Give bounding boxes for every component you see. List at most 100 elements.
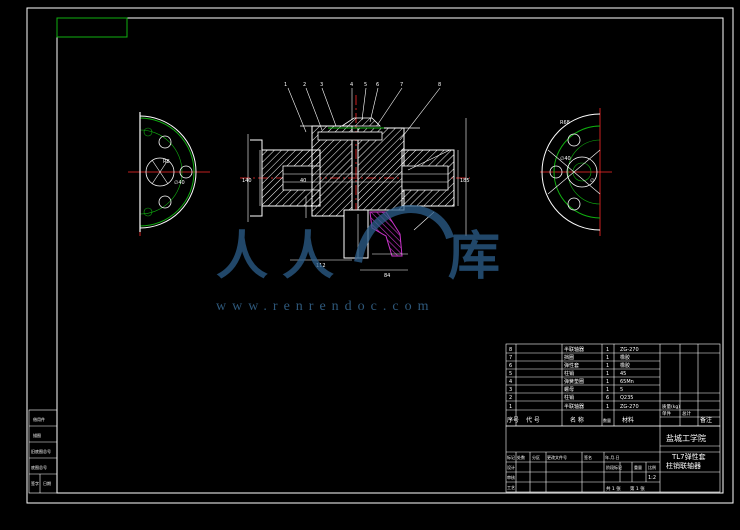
balloon-3[interactable]: 3 (320, 82, 323, 88)
svg-text:∅: ∅ (590, 178, 594, 184)
code-box (56, 17, 128, 38)
balloon-4[interactable]: 4 (350, 82, 353, 88)
header-remark: 备注 (700, 416, 712, 424)
part-row-6-no: 6 (509, 363, 512, 369)
watermark-url: www.renrendoc.com (216, 299, 435, 314)
sign-row-design: 设计 (507, 464, 515, 470)
part-row-3-no: 3 (509, 387, 512, 393)
dim-40: 40 (300, 178, 306, 184)
watermark-logo: 人 人 库 (216, 205, 500, 287)
part-row-7-no: 7 (509, 355, 512, 361)
part-row-4-no: 4 (509, 379, 512, 385)
weight-label: 重量 (634, 464, 642, 470)
part-row-1-qty: 1 (606, 404, 609, 410)
part-row-2-no: 2 (509, 395, 512, 401)
balloon-8[interactable]: 8 (438, 82, 441, 88)
balloon-1[interactable]: 1 (284, 82, 287, 88)
part-row-4-qty: 1 (606, 379, 609, 385)
right-end-view: R68 ∅40 ∅ (540, 108, 612, 236)
dim-185: 185 (460, 178, 470, 184)
sign-col-file: 更改文件号 (547, 454, 567, 460)
inner-frame (56, 17, 724, 494)
strip-label-1: 借用件 (33, 416, 45, 422)
part-row-3-qty: 1 (606, 387, 609, 393)
scale-label: 比例 (648, 464, 656, 470)
sheet-total: 共 1 张 (606, 485, 621, 492)
sheet-number: 第 1 张 (630, 485, 645, 492)
part-row-6-name: 弹性套 (564, 362, 579, 369)
strip-label-3: 旧底图总号 (31, 448, 51, 454)
scale-value: 1:2 (648, 475, 656, 481)
svg-text:R8: R8 (163, 159, 170, 165)
part-row-6-qty: 1 (606, 363, 609, 369)
sign-col-date: 年.月.日 (605, 454, 620, 460)
part-row-1-no: 1 (509, 404, 512, 410)
main-section-view: 140 185 112 84 40 1 2 3 4 5 6 7 8 (240, 82, 470, 279)
balloon-5[interactable]: 5 (364, 82, 367, 88)
balloon-7[interactable]: 7 (400, 82, 403, 88)
part-row-1-mat: ZG-270 (620, 404, 639, 410)
left-end-view: R8 ∅40 (128, 112, 210, 236)
part-row-3-mat: 5 (620, 387, 623, 393)
drawing-title-line1: TL7弹性套 (671, 452, 706, 461)
part-row-6-mat: 橡胶 (620, 362, 630, 369)
part-row-2-name: 柱销 (564, 394, 574, 401)
header-name: 名 称 (570, 416, 584, 424)
part-row-5-qty: 1 (606, 371, 609, 377)
strip-label-6: 日期 (43, 480, 51, 486)
header-code: 代 号 (526, 416, 540, 424)
dim-112: 112 (316, 263, 326, 269)
watermark-swoosh (354, 205, 454, 263)
strip-label-5: 签字 (31, 480, 39, 486)
watermark-char-3: 库 (448, 227, 500, 287)
part-row-7-name: 挡圈 (564, 354, 574, 361)
watermark-char-2: 人 (282, 227, 334, 287)
left-binding-strip: 借用件 描图 旧底图总号 底图总号 签字 日期 (28, 409, 58, 494)
part-row-7-qty: 1 (606, 355, 609, 361)
part-row-7-mat: 橡胶 (620, 354, 630, 361)
part-row-5-mat: 45 (620, 371, 626, 377)
part-row-2-mat: Q235 (620, 395, 633, 401)
outer-frame (26, 7, 734, 504)
balloon-6[interactable]: 6 (376, 82, 379, 88)
part-row-5-no: 5 (509, 371, 512, 377)
stage-label: 阶段标记 (606, 464, 622, 470)
svg-text:R68: R68 (560, 120, 570, 126)
part-row-2-qty: 6 (606, 395, 609, 401)
part-row-1-name: 半联轴器 (564, 403, 584, 410)
balloon-2[interactable]: 2 (303, 82, 306, 88)
header-single: 单件 (662, 410, 671, 417)
part-row-8-mat: ZG-270 (620, 347, 639, 353)
parts-list: 8 半联轴器 1 ZG-270 7 挡圈 1 橡胶 6 弹性套 1 橡胶 5 柱… (507, 346, 712, 492)
dim-84: 84 (384, 273, 390, 279)
header-total: 总计 (682, 410, 691, 417)
sign-col-sign: 签名 (584, 454, 592, 460)
part-row-4-name: 弹簧垫圈 (564, 378, 584, 385)
dim-140: 140 (242, 178, 252, 184)
svg-text:∅40: ∅40 (560, 156, 571, 162)
drawing-title-line2: 柱销联轴器 (666, 461, 701, 470)
sign-row-mark: 标记 (507, 454, 515, 460)
part-row-8-no: 8 (509, 347, 512, 353)
header-qty: 数量 (603, 417, 611, 423)
watermark-char-1: 人 (216, 227, 268, 287)
title-block (505, 343, 721, 493)
sign-col-zone: 分区 (532, 454, 540, 460)
school-name: 盐城工学院 (666, 433, 706, 443)
svg-text:∅40: ∅40 (174, 180, 185, 186)
sign-col-count: 处数 (517, 454, 525, 460)
part-row-3-name: 螺母 (564, 386, 574, 393)
sign-row-process: 工艺 (507, 485, 515, 490)
part-row-5-name: 柱销 (564, 370, 574, 377)
sign-row-review: 审核 (507, 474, 515, 480)
header-no: 序号 (507, 416, 519, 424)
part-row-8-name: 半联轴器 (564, 346, 584, 353)
part-row-4-mat: 65Mn (620, 379, 634, 385)
header-weight: 质量(kg) (662, 403, 680, 410)
header-material: 材料 (622, 416, 634, 424)
strip-label-4: 底图总号 (31, 464, 47, 470)
part-row-8-qty: 1 (606, 347, 609, 353)
strip-label-2: 描图 (33, 432, 41, 438)
